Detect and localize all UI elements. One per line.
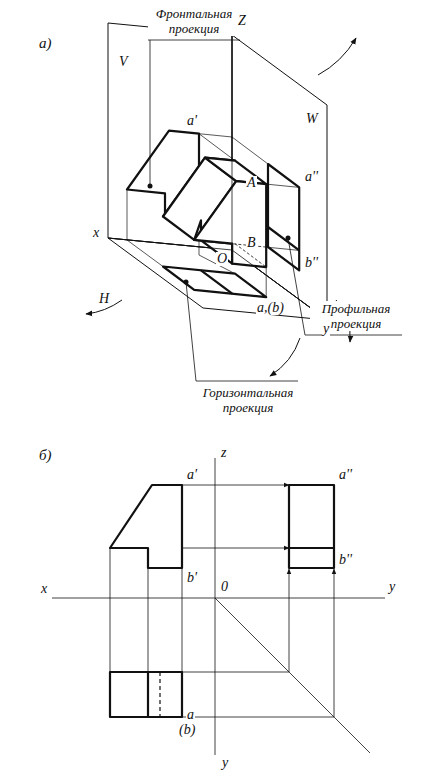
plane-projections	[127, 131, 299, 297]
drawing-stroke	[110, 672, 182, 717]
point-label: a,(b)	[256, 301, 285, 315]
drawing-stroke	[127, 190, 128, 241]
point-label: b''	[304, 256, 319, 270]
panel-letter: а)	[38, 36, 53, 51]
drawing-stroke	[286, 236, 291, 241]
orthographic-views	[110, 485, 334, 717]
point-label: a'	[186, 114, 198, 128]
drawing-stroke	[289, 547, 334, 549]
projector-lines	[127, 134, 299, 297]
hidden-line	[159, 672, 160, 717]
point-label: b'	[186, 571, 198, 585]
drawing-stroke	[266, 247, 299, 250]
drawing-stroke	[182, 672, 289, 673]
object-body	[163, 158, 266, 267]
drawing-stroke	[194, 181, 266, 267]
drawing-stroke	[148, 40, 240, 41]
drawing-stroke	[163, 267, 266, 298]
drawing-stroke	[110, 485, 182, 568]
drawing-stroke	[186, 282, 196, 381]
axis-label: Z	[237, 14, 247, 28]
drawing-stroke	[289, 569, 290, 672]
leader-dots	[148, 184, 291, 285]
axis-label: 0	[220, 580, 229, 594]
drawing-stroke	[318, 38, 356, 75]
point-label: A	[246, 176, 257, 190]
axis-label: y	[322, 322, 330, 336]
drawing-stroke	[232, 35, 327, 320]
axes-b	[52, 458, 385, 755]
drawing-stroke	[147, 672, 149, 717]
drawing-stroke	[182, 548, 289, 549]
point-label: O	[216, 252, 228, 266]
point-label: (b)	[178, 723, 196, 737]
drawing-stroke	[205, 158, 266, 184]
drawing-stroke	[52, 598, 385, 599]
point-label: a''	[338, 468, 353, 482]
callout-leaders	[148, 40, 402, 381]
drawing-stroke	[150, 40, 151, 186]
drawing-stroke	[270, 338, 300, 376]
drawing-stroke	[215, 458, 216, 755]
drawing-stroke	[182, 485, 289, 486]
callout-label: Горизонтальная проекция	[196, 385, 300, 415]
axis-label: x	[40, 582, 48, 596]
point-label: a''	[304, 170, 319, 184]
drawing-stroke	[182, 717, 334, 718]
point-label: B	[246, 236, 257, 250]
drawing-stroke	[232, 35, 233, 250]
drawing-stroke	[182, 568, 183, 672]
drawing-stroke	[268, 227, 299, 250]
projection-links	[110, 485, 334, 717]
drawing-stroke	[268, 164, 299, 270]
plane-label: H	[98, 292, 110, 306]
callout-label: Фронтальная проекция	[148, 6, 240, 36]
drawing-stroke	[289, 485, 334, 568]
drawing-stroke	[334, 569, 335, 717]
axes-a	[108, 35, 327, 320]
drawing-stroke	[232, 137, 268, 164]
drawing-stroke	[305, 335, 402, 336]
point-label: b''	[338, 553, 353, 567]
drawing-stroke	[110, 548, 111, 672]
drawing-stroke	[148, 568, 149, 672]
plane-label: V	[118, 55, 129, 69]
drawing-stroke	[199, 134, 232, 137]
drawing-stroke	[108, 238, 232, 250]
drawing-stroke	[184, 280, 189, 285]
drawing-stroke	[196, 381, 298, 382]
drawing-stroke	[288, 238, 305, 335]
drawing-stroke	[266, 184, 299, 187]
point-label: a'	[186, 468, 198, 482]
axis-label: y	[221, 756, 229, 770]
axis-label: x	[92, 226, 100, 240]
plane-label: W	[305, 112, 319, 126]
axis-label: y	[388, 580, 396, 594]
panel-letter: б)	[38, 448, 53, 463]
drawing-stroke	[127, 240, 163, 267]
axis-label: z	[220, 446, 227, 460]
drawing-stroke	[148, 184, 153, 189]
projection-planes	[108, 23, 327, 320]
drawing-stroke	[201, 270, 232, 293]
drawing-stroke	[215, 598, 370, 753]
point-label: a	[186, 708, 195, 722]
